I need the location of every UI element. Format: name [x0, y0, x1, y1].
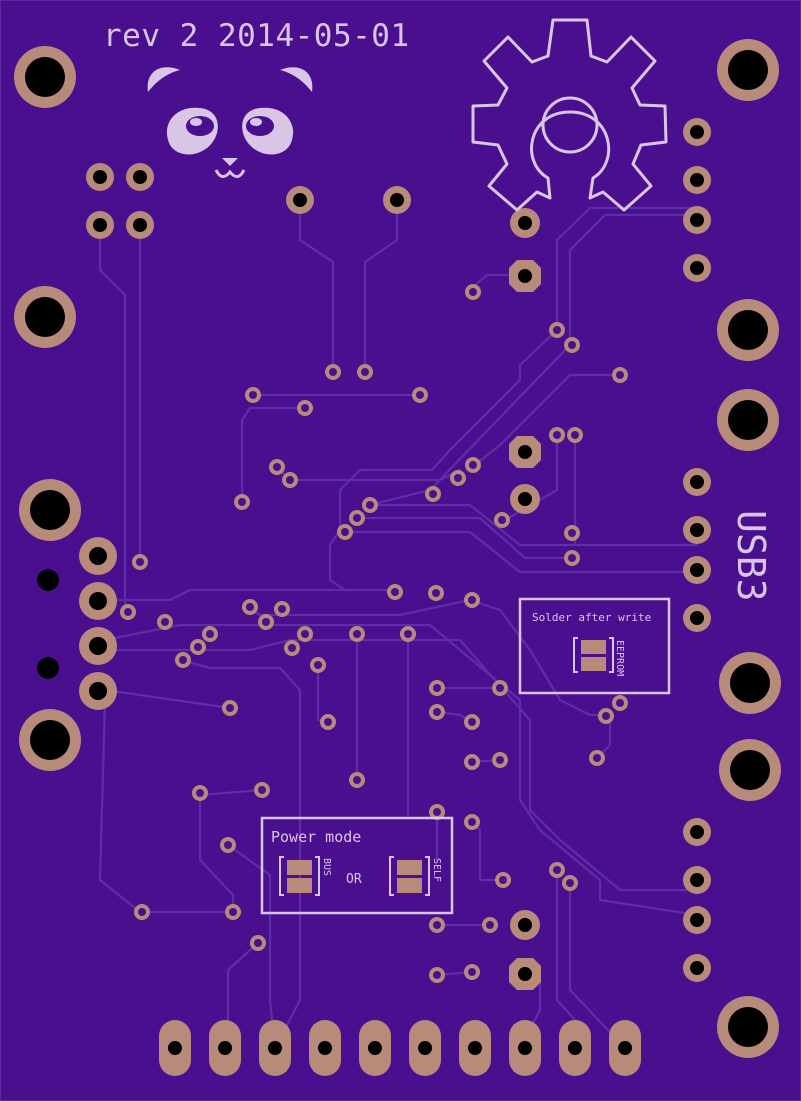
- self-label: SELF: [431, 858, 442, 882]
- revision-text: rev 2 2014-05-01: [103, 18, 410, 54]
- usb3-label: USB3: [729, 510, 773, 602]
- open-source-hardware-gear-logo: [471, 18, 668, 212]
- eeprom-solder-box: Solder after write EEPROM: [518, 597, 671, 695]
- self-power-jumper[interactable]: [389, 856, 430, 896]
- bus-label: BUS: [321, 858, 332, 876]
- bus-power-jumper[interactable]: [279, 856, 320, 896]
- power-mode-title: Power mode: [271, 828, 361, 846]
- or-label: OR: [346, 872, 362, 887]
- eeprom-box-title: Solder after write: [532, 611, 651, 624]
- through-hole-pads: [79, 118, 711, 990]
- eeprom-jumper-label: EEPROM: [614, 640, 625, 676]
- panda-logo: [147, 67, 313, 178]
- mounting-holes: [14, 39, 781, 1058]
- bottom-header-pads: [159, 1020, 641, 1076]
- copper-traces: [98, 198, 699, 1050]
- eeprom-jumper[interactable]: [573, 637, 614, 673]
- power-mode-box: Power mode BUS OR SELF: [260, 816, 454, 915]
